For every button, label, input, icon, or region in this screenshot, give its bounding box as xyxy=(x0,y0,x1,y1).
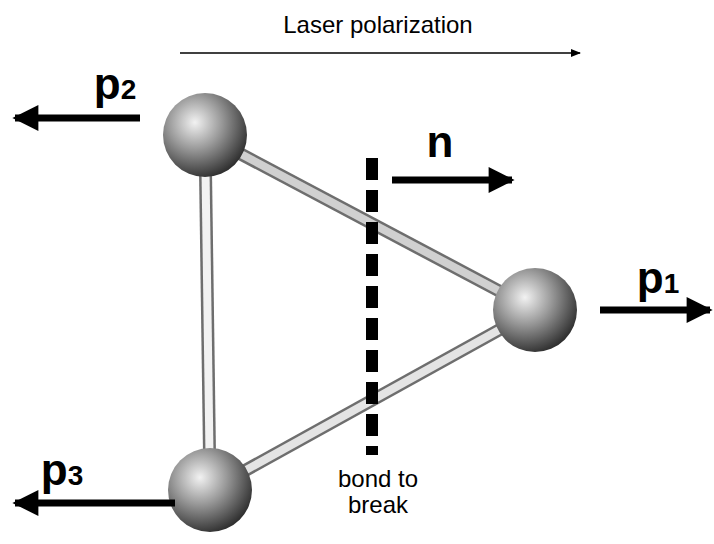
cut-label: bond to break xyxy=(318,466,438,519)
momentum-arrow xyxy=(15,500,175,507)
cut-line xyxy=(366,158,378,455)
atom xyxy=(168,448,252,532)
polarization-arrow xyxy=(180,52,580,54)
atom xyxy=(163,93,247,177)
momentum-arrow xyxy=(15,115,140,122)
vector-label: p3 xyxy=(41,448,83,492)
atom xyxy=(493,268,577,352)
vector-label: p2 xyxy=(94,62,136,106)
title-label: Laser polarization xyxy=(283,12,472,38)
momentum-arrow xyxy=(600,307,710,314)
vector-label: p1 xyxy=(637,256,679,300)
normal-arrow xyxy=(392,177,512,184)
vector-label: n xyxy=(427,120,454,164)
bonds xyxy=(205,135,535,490)
